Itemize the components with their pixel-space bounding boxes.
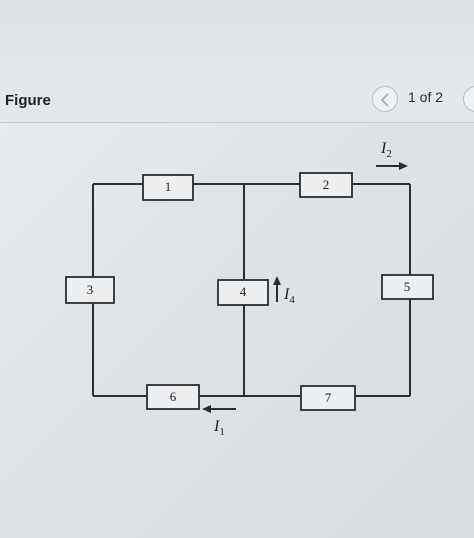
element-2: 2	[299, 172, 353, 198]
element-4-label: 4	[240, 284, 247, 299]
divider	[0, 122, 474, 123]
figure-title: Figure	[5, 92, 51, 109]
page-counter: 1 of 2	[408, 89, 444, 105]
element-7: 7	[300, 385, 356, 411]
circuit-wires	[92, 183, 411, 397]
current-i1-label: I1	[213, 418, 225, 438]
figure-area: 1 2 3 4 5 6 7	[0, 123, 474, 538]
element-5-label: 5	[404, 279, 411, 294]
element-7-label: 7	[325, 390, 332, 405]
arrow-right-head	[399, 162, 408, 170]
current-i4: I4	[273, 276, 295, 306]
element-2-label: 2	[323, 177, 330, 192]
element-1-label: 1	[165, 179, 172, 194]
element-6: 6	[146, 384, 200, 410]
previous-button[interactable]	[372, 86, 398, 112]
current-i2: I2	[376, 140, 408, 170]
circuit-diagram: 1 2 3 4 5 6 7	[65, 140, 434, 438]
background-top	[0, 0, 474, 80]
current-i2-label: I2	[380, 140, 392, 160]
element-4: 4	[217, 279, 269, 306]
element-6-label: 6	[170, 389, 177, 404]
arrow-up-head	[273, 276, 281, 285]
figure-header: Figure 1 of 2	[0, 80, 474, 122]
element-3: 3	[65, 276, 115, 304]
element-3-label: 3	[87, 282, 94, 297]
element-1: 1	[142, 174, 194, 201]
current-i4-label: I4	[283, 286, 295, 306]
element-5: 5	[381, 274, 434, 300]
chevron-left-icon	[380, 93, 389, 107]
arrow-left-head	[202, 405, 211, 413]
next-button[interactable]	[463, 86, 474, 112]
current-i1: I1	[202, 405, 236, 438]
